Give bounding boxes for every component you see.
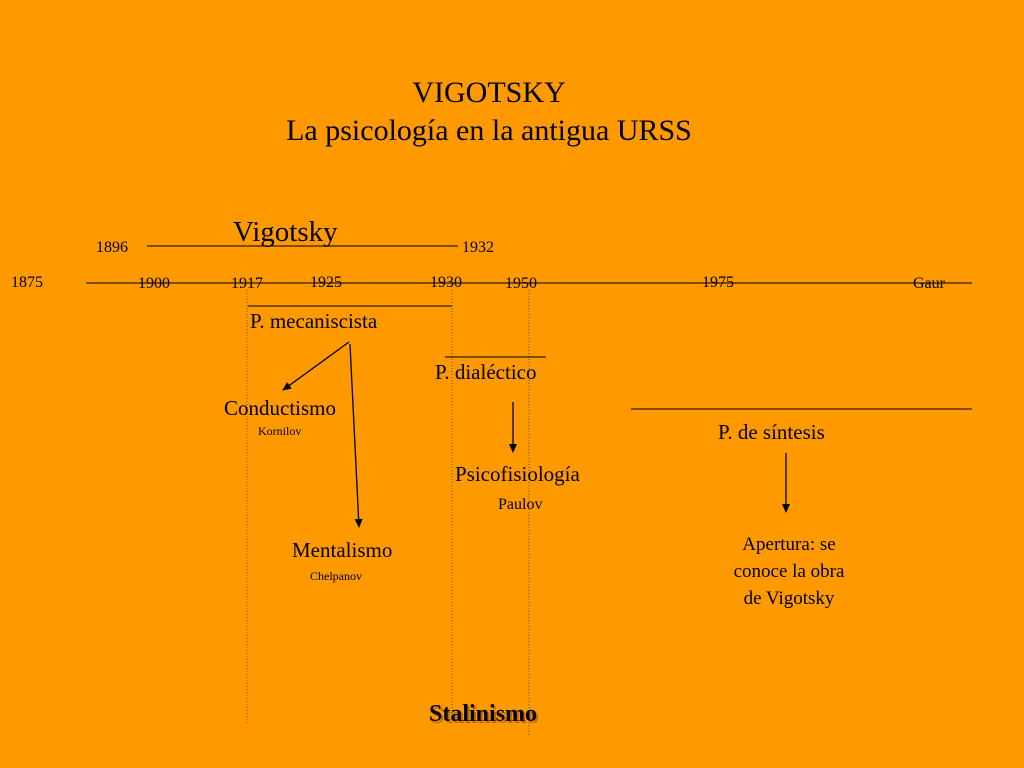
node-kornilov: Kornilov: [258, 424, 302, 438]
apertura-line: de Vigotsky: [743, 588, 835, 609]
year-label: 1975: [702, 274, 734, 291]
node-sintesis: P. de síntesis: [718, 420, 825, 444]
stalinismo-label: Stalinismo: [429, 701, 538, 727]
node-paulov: Paulov: [498, 496, 543, 513]
year-label: 1875: [11, 274, 43, 291]
page-subtitle: La psicología en la antigua URSS: [286, 114, 692, 147]
arrow-to-mentalismo: [349, 343, 363, 528]
node-mecaniscista: P. mecaniscista: [250, 309, 378, 333]
node-mentalismo: Mentalismo: [292, 538, 393, 562]
year-label: 1950: [505, 275, 537, 292]
year-label: 1900: [138, 275, 170, 292]
page-title: VIGOTSKY: [412, 76, 566, 109]
year-label: 1930: [430, 274, 462, 291]
apertura-line: conoce la obra: [733, 561, 845, 582]
node-psicofisiologia: Psicofisiología: [455, 462, 580, 486]
year-label: 1917: [231, 275, 263, 292]
year-label: 1925: [310, 274, 342, 291]
node-apertura: Apertura: se conoce la obra de Vigotsky: [719, 531, 859, 612]
lifespan-label: Vigotsky: [233, 216, 338, 248]
apertura-line: Apertura: se: [742, 534, 836, 555]
node-chelpanov: Chelpanov: [310, 569, 362, 583]
year-label: Gaur: [913, 275, 945, 292]
lifespan-start-year: 1896: [96, 239, 128, 256]
lifespan-end-year: 1932: [462, 239, 494, 256]
node-dialectico: P. dialéctico: [435, 360, 537, 384]
node-conductismo: Conductismo: [224, 396, 337, 420]
arrow-to-conductismo: [282, 341, 350, 391]
